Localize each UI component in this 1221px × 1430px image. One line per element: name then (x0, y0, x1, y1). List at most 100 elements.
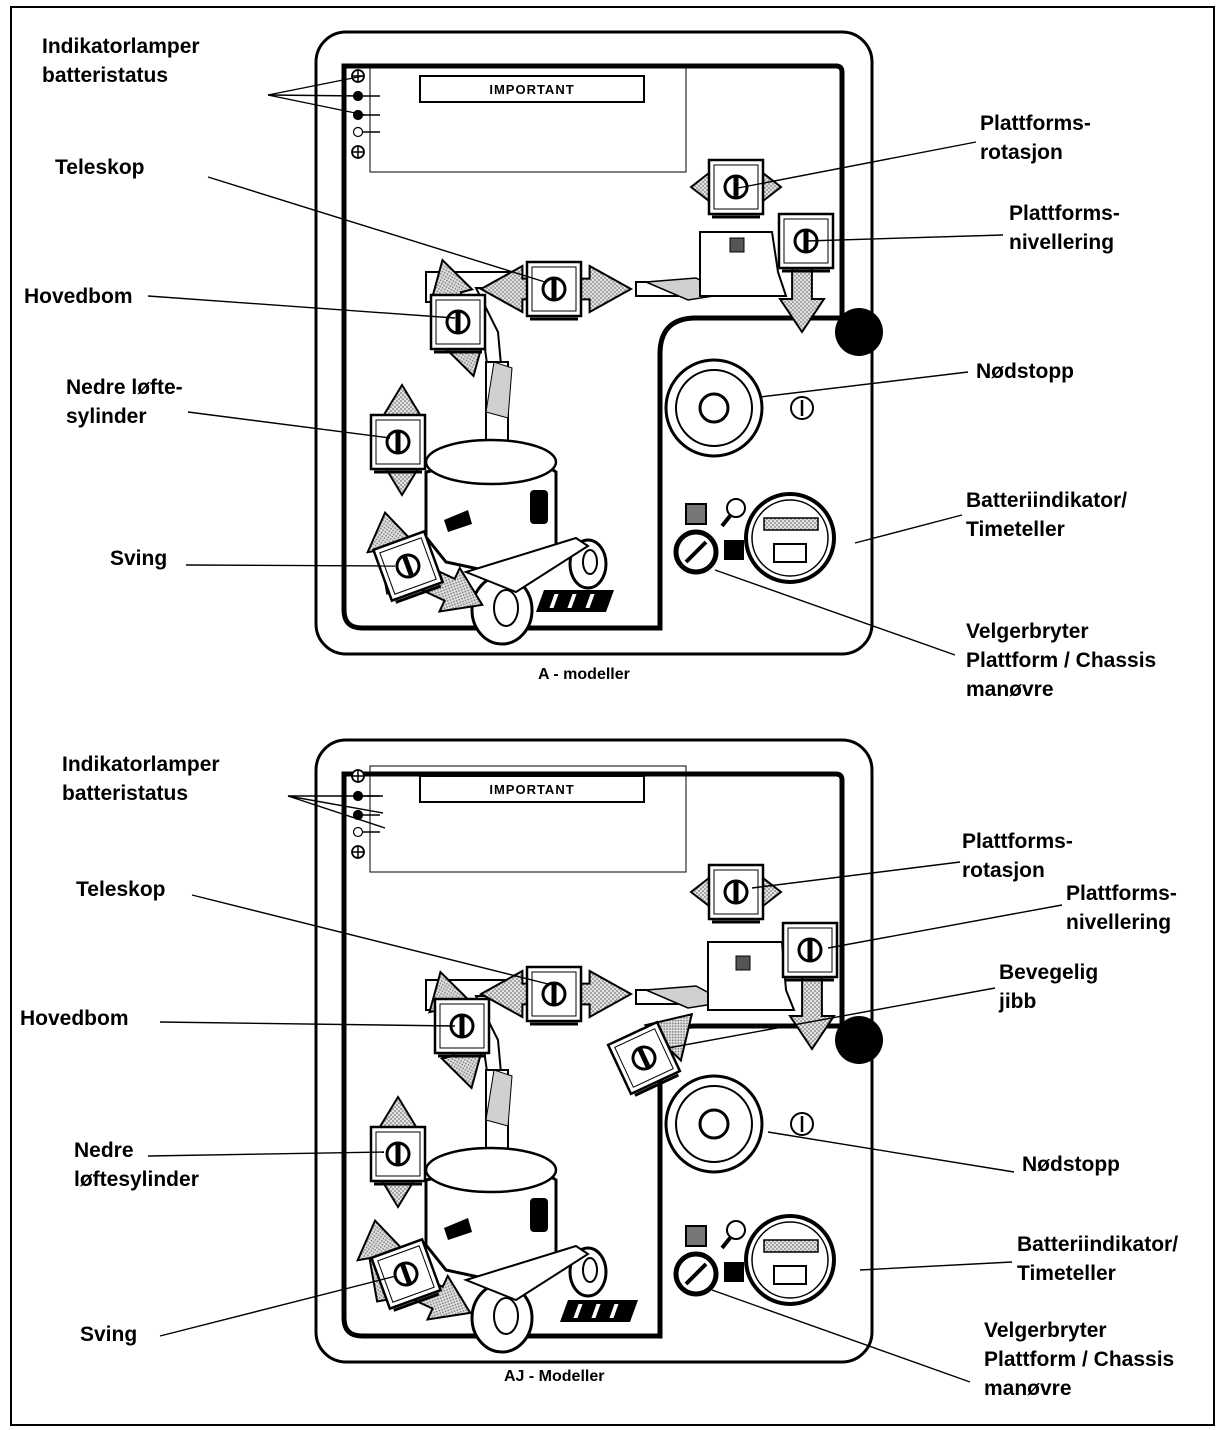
battery-status-lamp (352, 109, 364, 121)
telescope-switch (525, 260, 583, 321)
lower-lift-cylinder-switch (369, 413, 427, 474)
platform-rotation-switch (707, 158, 765, 219)
battery-gauge-outer (744, 1214, 836, 1306)
label-lower-lift-cylinder-a: Nedre løfte-sylinder (66, 376, 183, 428)
main-boom-switch (429, 293, 487, 354)
label-emergency-stop-a: Nødstopp (976, 360, 1074, 383)
leader-line (859, 1261, 1013, 1271)
turret-vent (530, 490, 548, 524)
label-swing-a: Sving (110, 547, 168, 570)
platform-indicator-square (685, 1225, 707, 1247)
battery-gauge-scale (763, 1239, 819, 1253)
lower-lift-cylinder-switch (369, 1125, 427, 1186)
leader-line (207, 176, 546, 283)
arm-joint (485, 361, 513, 419)
leader-line (159, 1021, 456, 1027)
leader-line (159, 1275, 397, 1337)
label-telescope-a: Teleskop (55, 156, 145, 179)
battery-status-lamp (352, 826, 364, 838)
caption-a-models: A - modeller (538, 666, 630, 683)
label-battery-indicator-aj: Batteriindikator/Timeteller (1017, 1233, 1179, 1285)
leader-line (767, 1131, 1015, 1173)
chassis-frame (463, 536, 590, 594)
leader-line (667, 987, 996, 1049)
important-text: IMPORTANT (489, 782, 574, 797)
telescope-switch (525, 965, 583, 1026)
emergency-stop-button (698, 1108, 730, 1140)
key-indicator-circle (726, 498, 746, 518)
main-boom-switch (433, 997, 491, 1058)
label-main-boom-aj: Hovedbom (20, 1007, 129, 1030)
emergency-stop-button (698, 392, 730, 424)
leader-line (854, 514, 963, 544)
leader-line (267, 75, 364, 96)
platform-leveling-switch (781, 921, 839, 982)
leader-line (267, 94, 364, 97)
label-main-boom-a: Hovedbom (24, 285, 133, 308)
jlg-logo (535, 590, 614, 612)
battery-status-lamp (352, 126, 364, 138)
leader-line (751, 861, 961, 889)
platform-basket (699, 231, 788, 297)
key-indicator-circle (726, 1220, 746, 1240)
leader-line (147, 1151, 385, 1157)
turret-vent (530, 1198, 548, 1232)
platform-rotation-switch (707, 863, 765, 924)
label-telescope-aj: Teleskop (76, 878, 166, 901)
emergency-stop-cap (835, 1016, 883, 1064)
leader-line (185, 564, 396, 567)
turret-top (424, 1146, 558, 1194)
label-emergency-stop-aj: Nødstopp (1022, 1153, 1120, 1176)
hour-meter-window (773, 543, 807, 563)
important-box (419, 75, 645, 103)
basket-marker (735, 955, 751, 971)
brand-mark-body (444, 510, 472, 532)
decal-box (369, 65, 687, 173)
label-battery-indicator-a: Batteriindikator/Timeteller (966, 489, 1128, 541)
arm-joint (485, 1069, 513, 1127)
basket-marker (729, 237, 745, 253)
brand-mark-body (444, 1218, 472, 1240)
panel-aj-models: IMPORTANT (147, 738, 1063, 1383)
leader-line (711, 1289, 971, 1383)
emergency-stop-cap (835, 308, 883, 356)
platform-basket (707, 941, 796, 1011)
panel-artwork: IMPORTANT (314, 738, 883, 1364)
label-platform-rotation-aj: Plattforms-rotasjon (962, 830, 1073, 882)
panel-a-models: IMPORTANT (147, 30, 1004, 656)
decal-box (369, 765, 687, 873)
leader-line (287, 795, 384, 814)
battery-gauge-scale (763, 517, 819, 531)
swing-switch (371, 529, 445, 604)
emergency-stop-ring (675, 369, 753, 447)
chassis-frame (463, 1244, 590, 1302)
emergency-stop-ring (675, 1085, 753, 1163)
caption-aj-models: AJ - Modeller (504, 1368, 605, 1385)
leader-line (287, 795, 386, 829)
leader-line (737, 141, 977, 189)
chassis-indicator-square (724, 540, 744, 560)
leader-line (714, 569, 956, 656)
label-platform-leveling-a: Plattforms-nivellering (1009, 202, 1120, 254)
chassis-indicator-square (724, 1262, 744, 1282)
platform-leveling-switch (777, 212, 835, 273)
figure-frame (10, 6, 1215, 1426)
articulating-jib-switch (606, 1020, 682, 1097)
leader-line (267, 94, 366, 116)
panel-decal-outline (341, 63, 845, 631)
hour-meter-window (773, 1265, 807, 1285)
important-text: IMPORTANT (489, 82, 574, 97)
leader-line (827, 904, 1063, 949)
label-platform-leveling-aj: Plattforms-nivellering (1066, 882, 1177, 934)
leader-line (187, 411, 391, 439)
leader-line (805, 234, 1004, 242)
platform-indicator-square (685, 503, 707, 525)
leader-line (759, 371, 969, 398)
jlg-logo (559, 1300, 638, 1322)
